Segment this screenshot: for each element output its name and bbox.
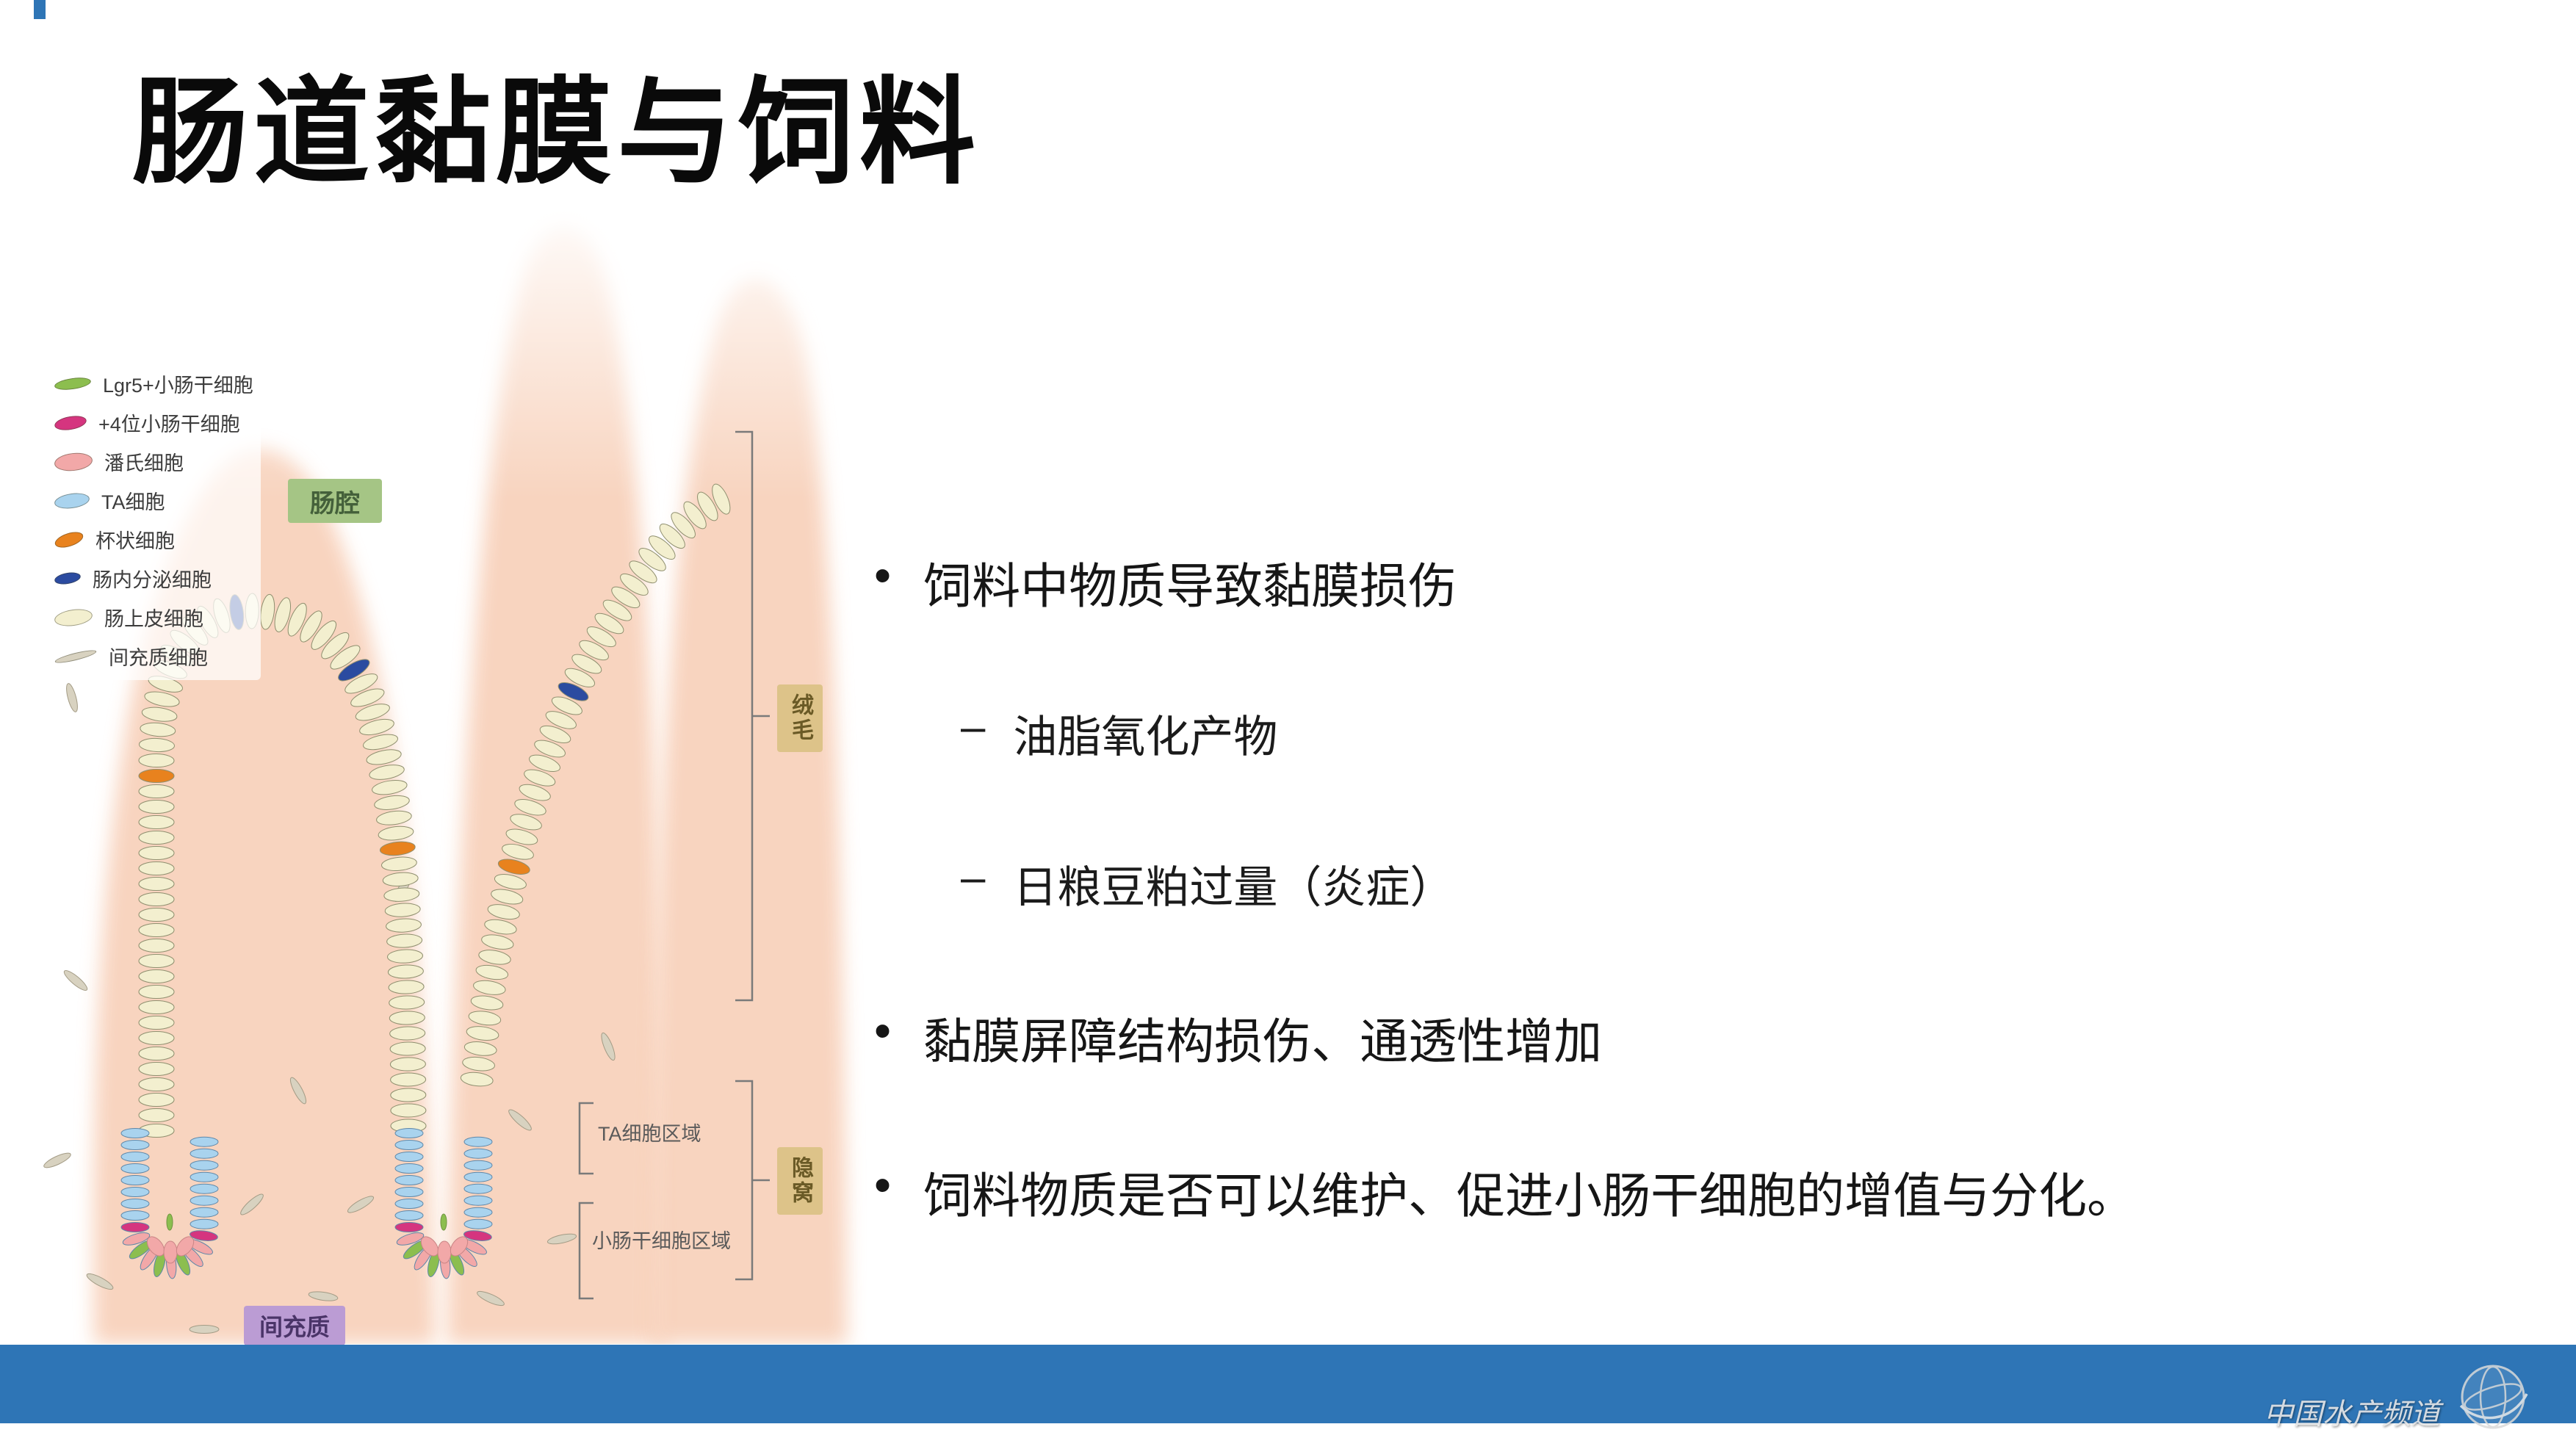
- page-title: 肠道黏膜与饲料: [132, 68, 981, 198]
- bullet-marker: •: [874, 1157, 892, 1212]
- diagram-legend: Lgr5+小肠干细胞 +4位小肠干细胞潘氏细胞 TA细胞杯状细胞肠内分泌细胞肠上皮细…: [47, 360, 261, 680]
- corner-mark: [34, 0, 46, 19]
- legend-item: TA细胞: [53, 481, 253, 520]
- legend-color-icon: [54, 647, 98, 665]
- bullet-marker: •: [874, 548, 892, 602]
- legend-color-icon: [53, 413, 88, 433]
- label-ta-region: TA细胞区域: [598, 1123, 701, 1145]
- legend-item-label: Lgr5+小肠干细胞: [103, 375, 253, 397]
- legend-color-icon: [53, 491, 91, 510]
- globe-logo-icon: [2459, 1365, 2528, 1429]
- legend-color-icon: [53, 528, 85, 551]
- footer-bar: 江苏省水产动物营养重点实验室 苏州大学水产动物营养实验室: [0, 1345, 2576, 1423]
- legend-item: Lgr5+小肠干细胞: [54, 364, 253, 403]
- bullet-item: –日粮豆粕过量（炎症）: [961, 852, 2564, 916]
- legend-item-label: 肠上皮细胞: [104, 608, 203, 630]
- region-brackets: [578, 430, 770, 1300]
- label-crypt: 隐窝: [777, 1147, 823, 1215]
- legend-item: 间充质细胞: [54, 637, 253, 676]
- legend-item: 肠上皮细胞: [53, 598, 253, 637]
- bullet-item: • 黏膜屏障结构损伤、通透性增加: [874, 1002, 2564, 1073]
- watermark-text: 中国水产频道: [2264, 1398, 2440, 1431]
- label-stem-region: 小肠干细胞区域: [592, 1230, 731, 1252]
- bullet-text: 日粮豆粕过量（炎症）: [1013, 863, 1454, 912]
- label-lumen: 肠腔: [288, 479, 382, 523]
- legend-item: 杯状细胞: [53, 520, 253, 559]
- intestine-diagram-canvas: [6, 184, 867, 1344]
- intestine-diagram: Lgr5+小肠干细胞 +4位小肠干细胞潘氏细胞 TA细胞杯状细胞肠内分泌细胞肠上皮细…: [6, 184, 867, 1345]
- legend-item-label: 潘氏细胞: [104, 452, 184, 474]
- bullet-item: –油脂氧化产物: [961, 701, 2564, 765]
- bullet-list: •饲料中物质导致黏膜损伤–油脂氧化产物–日粮豆粕过量（炎症）•黏膜屏障结构损伤、…: [874, 547, 2564, 1311]
- legend-item: 潘氏细胞: [53, 442, 253, 481]
- legend-item-label: 间充质细胞: [109, 647, 208, 669]
- bullet-text: 饲料中物质导致黏膜损伤: [923, 559, 1457, 613]
- label-villus: 绒毛: [777, 684, 823, 752]
- bullet-text: 黏膜屏障结构损伤、通透性增加: [923, 1014, 1603, 1069]
- bullet-marker: •: [874, 1003, 892, 1058]
- legend-color-icon: [53, 570, 82, 587]
- label-mesenchyme: 间充质: [244, 1306, 345, 1345]
- legend-color-icon: [53, 450, 94, 473]
- mesenchyme-cells: [43, 683, 616, 1334]
- legend-color-icon: [54, 375, 92, 392]
- legend-item-label: +4位小肠干细胞: [98, 413, 240, 436]
- legend-item: 肠内分泌细胞: [53, 559, 253, 598]
- bullet-marker: –: [961, 702, 986, 751]
- legend-item-label: 肠内分泌细胞: [93, 569, 212, 591]
- bullet-item: • 饲料物质是否可以维护、促进小肠干细胞的增值与分化。: [874, 1157, 2564, 1227]
- bullet-text: 饲料物质是否可以维护、促进小肠干细胞的增值与分化。: [923, 1168, 2136, 1223]
- bullet-text: 油脂氧化产物: [1013, 712, 1278, 762]
- legend-color-icon: [53, 606, 94, 629]
- legend-item-label: TA细胞: [101, 491, 165, 513]
- legend-item-label: 杯状细胞: [95, 530, 175, 552]
- legend-item: +4位小肠干细胞: [53, 403, 253, 442]
- bullet-item: • 饲料中物质导致黏膜损伤: [874, 547, 2564, 618]
- bullet-marker: –: [961, 853, 986, 902]
